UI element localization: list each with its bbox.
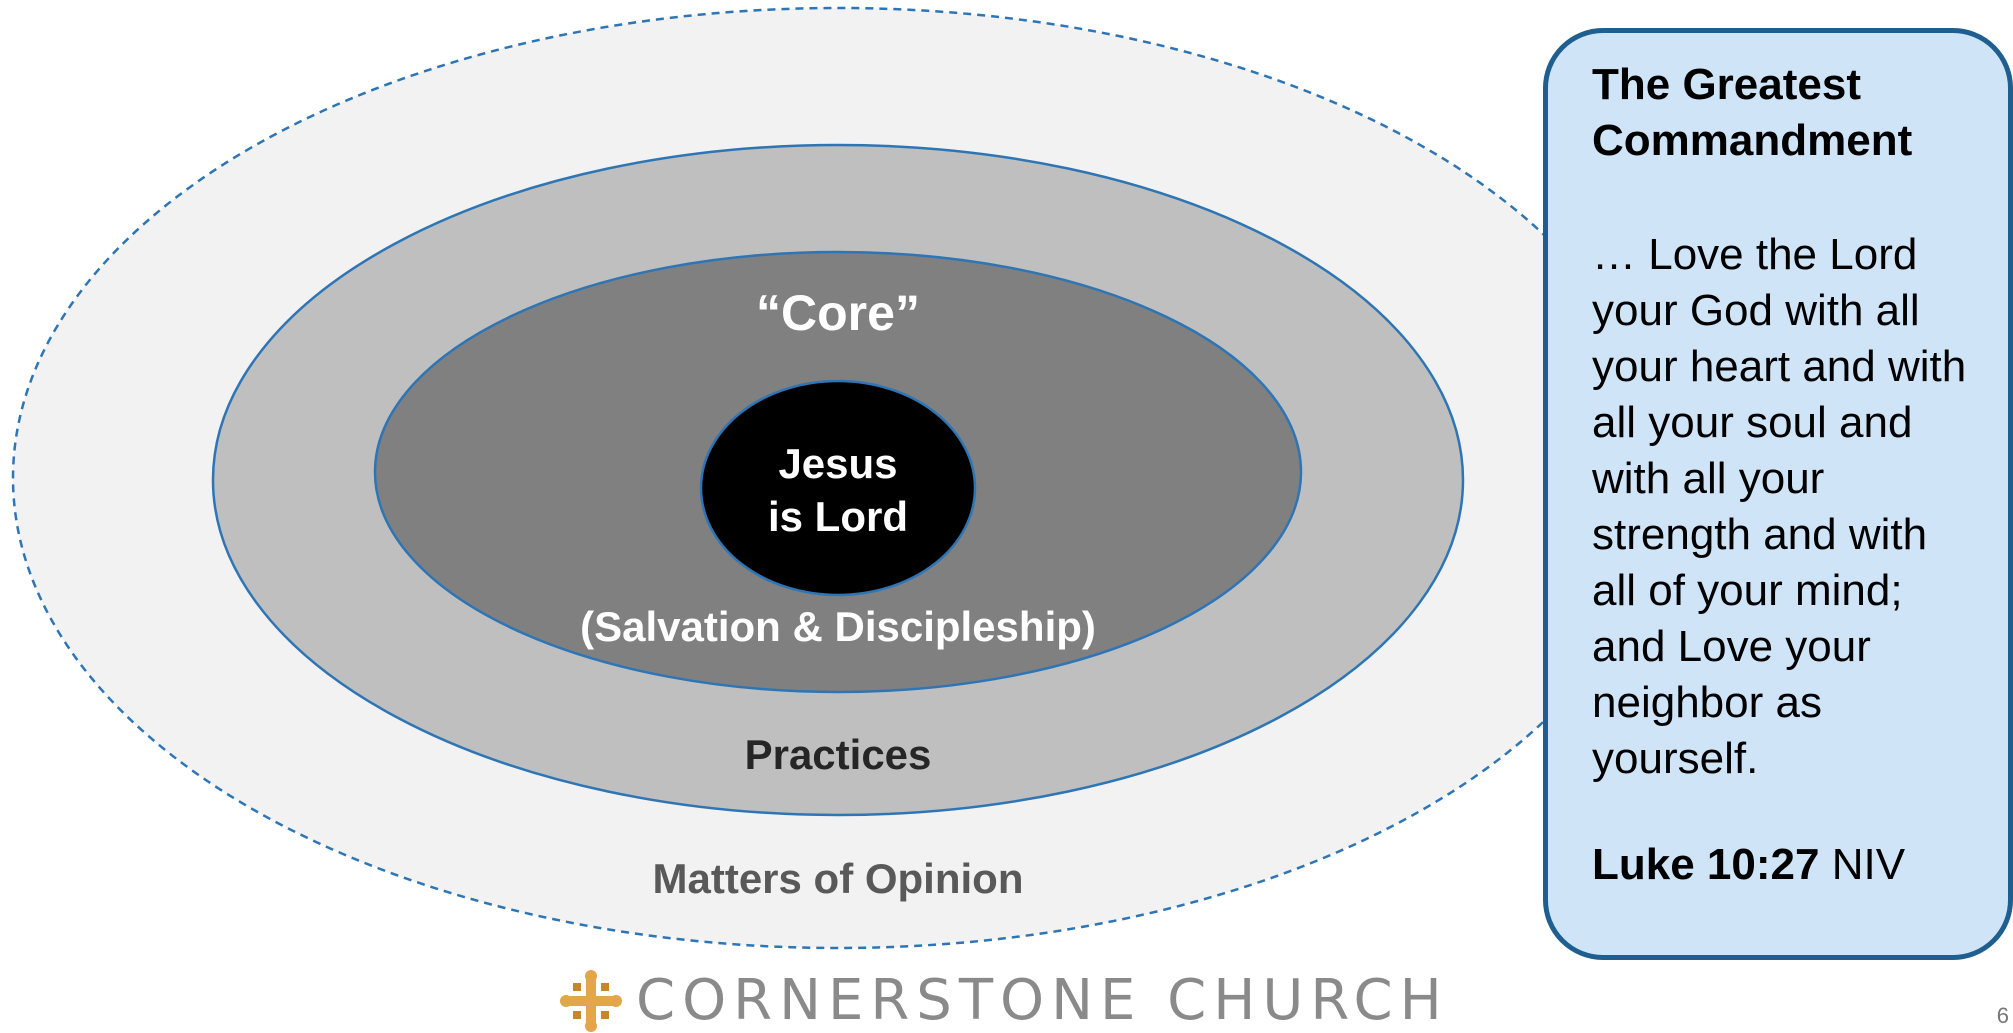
cross-icon (560, 970, 622, 1032)
callout-reference: Luke 10:27 NIV (1592, 837, 1988, 893)
label-practices: Practices (745, 731, 932, 778)
label-core: “Core” (756, 285, 920, 341)
callout-title-line2: Commandment (1592, 116, 1913, 165)
label-salvation-discipleship: (Salvation & Discipleship) (580, 603, 1096, 650)
cornerstone-church-logo: CORNERSTONE CHURCH (560, 970, 1449, 1032)
label-matters-of-opinion: Matters of Opinion (653, 855, 1024, 902)
greatest-commandment-callout: The Greatest Commandment … Love the Lord… (1543, 28, 2013, 960)
callout-title-line1: The Greatest (1592, 60, 1861, 109)
callout-verse-text: … Love the Lord your God with all your h… (1592, 230, 1967, 783)
callout-title: The Greatest Commandment (1592, 57, 1988, 169)
label-jesus: Jesus (778, 440, 897, 487)
page-number: 6 (1996, 1003, 2009, 1028)
reference-version: NIV (1831, 840, 1906, 889)
reference-citation: Luke 10:27 (1592, 840, 1820, 889)
logo-text: CORNERSTONE CHURCH (636, 968, 1449, 1033)
label-is-lord: is Lord (768, 493, 908, 540)
ring-jesus-is-lord (699, 379, 977, 597)
